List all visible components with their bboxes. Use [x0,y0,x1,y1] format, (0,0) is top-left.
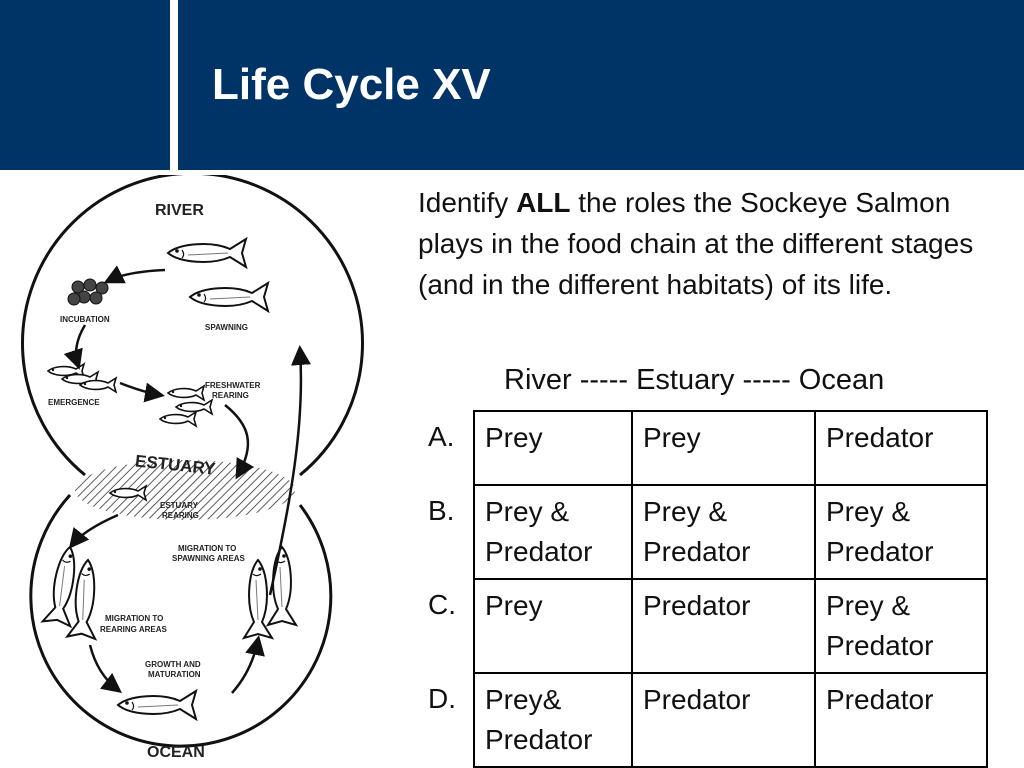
ocean-role-cell: Predator [814,672,988,768]
growth-label-2: MATURATION [148,670,201,679]
question-emphasis: ALL [516,187,571,218]
arrow-estuary-to-ocean [68,513,119,549]
salmon-life-cycle-diagram: RIVER OCEAN ESTUARY INCUBATION SPAWNING … [21,175,364,761]
arrow-emergence-to-rearing [119,381,165,403]
slide-title: Life Cycle XV [212,60,491,109]
river-role-cell: Prey [473,410,633,486]
estuary-rearing-label-2: REARING [162,511,199,520]
spawning-fish-icon [189,282,269,312]
question-prefix: Identify [418,187,517,218]
title-bar-divider [170,0,178,170]
question-suffix: the roles the Sockeye Salmon plays in th… [418,187,974,300]
river-role-cell: Prey & Predator [473,484,633,580]
answer-row-d: D. Prey& Predator Predator Predator [418,672,988,768]
growth-label-1: GROWTH AND [145,660,201,669]
ocean-role-cell: Predator [814,410,988,486]
arrow-rearing-to-estuary [224,404,255,480]
option-letter: D. [428,683,456,714]
title-bar: Life Cycle XV [0,0,1024,170]
answer-row-a: A. Prey Prey Predator [418,410,988,486]
habitats-header: River ----- Estuary ----- Ocean [504,364,885,396]
river-label: RIVER [155,202,204,219]
option-letter: A. [428,421,455,452]
ocean-circle [29,493,333,748]
arrow-growth-to-migration [231,635,265,694]
arrow-spawning-to-eggs [103,265,166,284]
incubation-label: INCUBATION [60,315,110,324]
river-circle [21,175,364,477]
answer-row-c: C. Prey Predator Prey & Predator [418,578,988,674]
estuary-role-cell: Predator [631,672,816,768]
river-role-cell: Prey [473,578,633,674]
ocean-role-cell: Prey & Predator [814,578,988,674]
ocean-salmon-icon [117,690,197,720]
migration-rearing-label-2: REARING AREAS [100,625,167,634]
estuary-role-cell: Predator [631,578,816,674]
question-text: Identify ALL the roles the Sockeye Salmo… [418,182,998,305]
estuary-role-cell: Prey & Predator [631,484,816,580]
option-letter: C. [428,589,456,620]
answer-row-b: B. Prey & Predator Prey & Predator Prey … [418,484,988,580]
river-role-cell: Prey& Predator [473,672,633,768]
fry-icon [159,411,197,427]
answer-table: A. Prey Prey Predator B. Prey & Predator… [418,410,988,768]
migration-spawning-label-1: MIGRATION TO [178,544,236,553]
migration-spawning-label-2: SPAWNING AREAS [172,554,246,563]
arrow-up-to-river [268,345,311,596]
arrow-rearing-to-growth [88,644,122,694]
migration-rearing-label-1: MIGRATION TO [105,614,163,623]
ocean-role-cell: Prey & Predator [814,484,988,580]
fry-icon [167,385,205,401]
option-letter: B. [428,495,455,526]
freshwater-label: FRESHWATER [205,381,261,390]
ocean-label: OCEAN [147,744,205,761]
emergence-label: EMERGENCE [48,398,100,407]
spawning-label: SPAWNING [205,323,248,332]
arrow-eggs-to-emergence [63,324,87,370]
spawning-fish-icon [167,238,247,268]
adult-salmon-icon [243,559,273,639]
eggs-icon [67,278,109,306]
freshwater-rearing-label: REARING [212,391,249,400]
fry-icon [175,399,213,415]
estuary-role-cell: Prey [631,410,816,486]
estuary-rearing-label-1: ESTUARY [160,501,199,510]
